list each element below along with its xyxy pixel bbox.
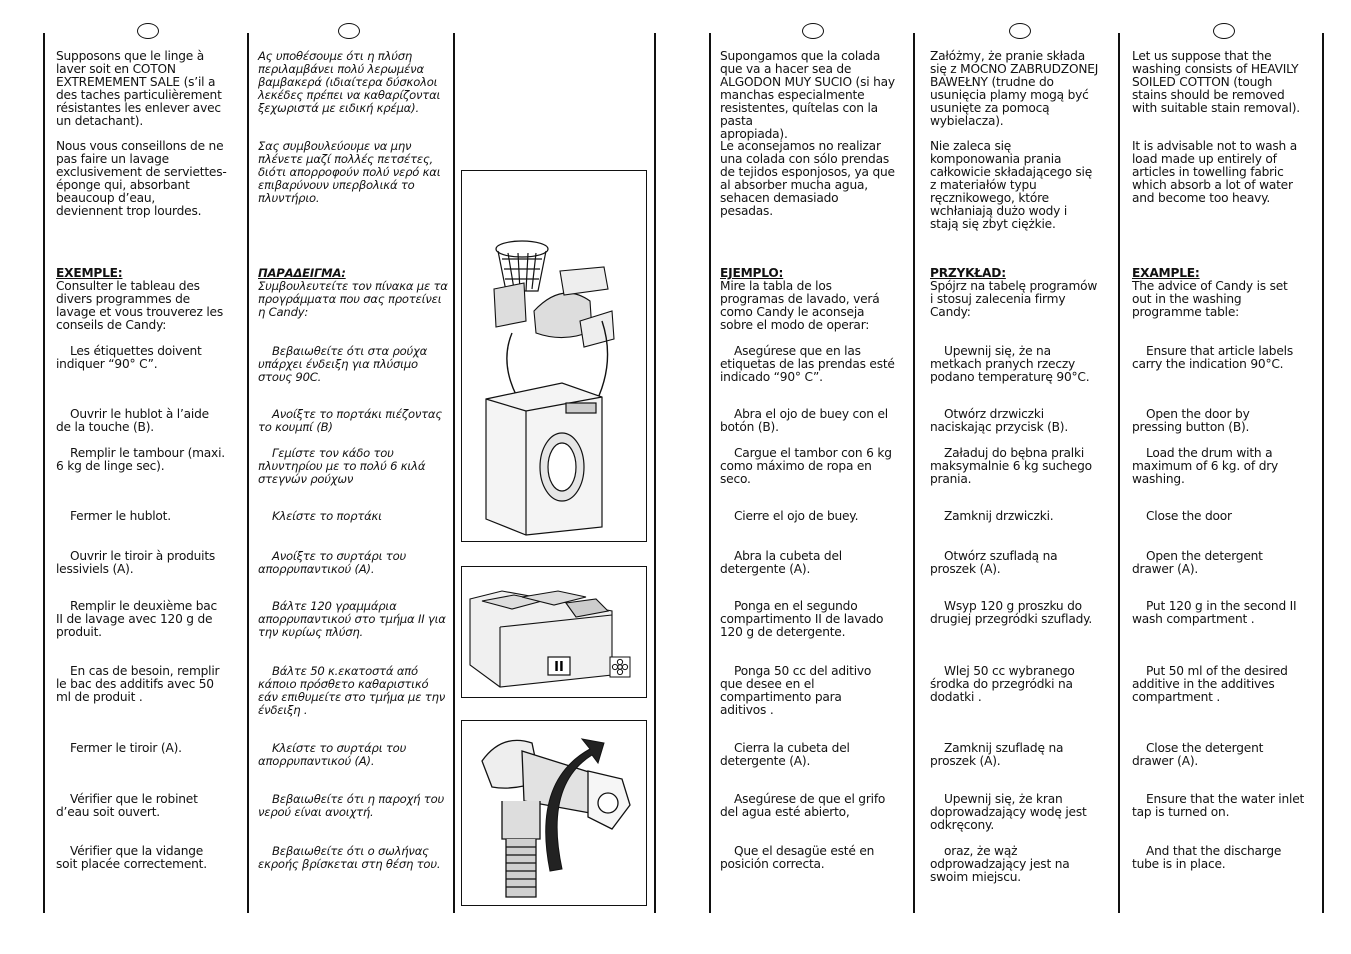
example-heading: ΠΑΡΑΔΕΙΓΜΑ: xyxy=(258,266,346,280)
advice-paragraph: Le aconsejamos no realizar una colada co… xyxy=(720,139,895,218)
example-heading: EXAMPLE: xyxy=(1132,266,1200,280)
advice-paragraph: Nie zaleca się komponowania prania całko… xyxy=(930,139,1093,231)
step-instruction: Ouvrir le tiroir à produits lessiviels (… xyxy=(56,549,216,576)
language-marker-gr xyxy=(338,23,360,39)
advice-paragraph: Σας συμβουλεύουμε να μην πλένετε μαζί πο… xyxy=(258,139,441,205)
step-instruction: Close the detergent drawer (A). xyxy=(1132,741,1264,768)
washing-machine-icon xyxy=(485,382,603,536)
column-divider xyxy=(1118,33,1120,913)
language-marker-pl xyxy=(1009,23,1031,39)
step-instruction: Abra el ojo de buey con el botón (B). xyxy=(720,407,888,434)
example-heading: EJEMPLO: xyxy=(720,266,784,280)
example-heading: PRZYKŁAD: xyxy=(930,266,1006,280)
step-instruction: Zamknij szufladę na proszek (A). xyxy=(930,741,1064,768)
intro-paragraph: Ας υποθέσουμε ότι η πλύση περιλαμβάνει π… xyxy=(258,49,441,115)
detergent-drawer-illustration: II xyxy=(461,566,647,698)
example-paragraph: Mire la tabla de los programas de lavado… xyxy=(720,279,880,332)
intro-paragraph: Supposons que le linge à laver soit en C… xyxy=(56,49,222,128)
column-divider xyxy=(654,33,656,913)
step-instruction: Remplir le deuxième bac II de lavage ave… xyxy=(56,599,218,639)
language-marker-es xyxy=(802,23,824,39)
step-instruction: Βάλτε 120 γραμμάρια απορρυπαντικού στο τ… xyxy=(258,599,446,639)
step-instruction: Ανοίξτε το πορτάκι πιέζοντας το κουμπί (… xyxy=(258,407,442,434)
column-divider xyxy=(43,33,45,913)
step-instruction: Les étiquettes doivent indiquer “90° C”. xyxy=(56,344,202,371)
column-divider xyxy=(1322,33,1324,913)
step-instruction: Ensure that the water inlet tap is turne… xyxy=(1132,792,1305,819)
step-instruction: oraz, że wąż odprowadzający jest na swoi… xyxy=(930,844,1070,884)
step-instruction: Abra la cubeta del detergente (A). xyxy=(720,549,842,576)
language-marker-en xyxy=(1213,23,1235,39)
step-instruction: Ensure that article labels carry the ind… xyxy=(1132,344,1293,371)
step-instruction: Βεβαιωθείτε ότι ο σωλήνας εκροής βρίσκετ… xyxy=(258,844,441,871)
language-marker-fr xyxy=(137,23,159,39)
example-paragraph: Συμβουλευτείτε τον πίνακα με τα προγράμμ… xyxy=(258,279,448,319)
step-instruction: Open the detergent drawer (A). xyxy=(1132,549,1263,576)
step-instruction: Βάλτε 50 κ.εκατοστά από κάποιο πρόσθετο … xyxy=(258,664,445,717)
water-tap-icon xyxy=(481,739,631,898)
step-instruction: Γεμίστε τον κάδο του πλυντηρίου με το πο… xyxy=(258,446,426,486)
step-instruction: Put 120 g in the second II wash compartm… xyxy=(1132,599,1297,626)
step-instruction: Fermer le hublot. xyxy=(70,509,171,523)
compartment-ii-label: II xyxy=(554,660,564,675)
step-instruction: Κλείστε το πορτάκι xyxy=(272,509,382,523)
step-instruction: Vérifier que le robinet d’eau soit ouver… xyxy=(56,792,198,819)
example-paragraph: Consulter le tableau des divers programm… xyxy=(56,279,223,332)
rotate-arrow-icon xyxy=(545,738,605,872)
step-instruction: Ouvrir le hublot à l’aide de la touche (… xyxy=(56,407,209,434)
step-instruction: Zamknij drzwiczki. xyxy=(944,509,1054,523)
step-instruction: Asegúrese de que el grifo del agua esté … xyxy=(720,792,886,819)
advice-paragraph: It is advisable not to wash a load made … xyxy=(1132,139,1297,205)
step-instruction: Remplir le tambour (maxi. 6 kg de linge … xyxy=(56,446,225,473)
advice-paragraph: Nous vous conseillons de ne pas faire un… xyxy=(56,139,227,218)
column-divider xyxy=(913,33,915,913)
example-paragraph: The advice of Candy is set out in the wa… xyxy=(1132,279,1288,319)
column-divider xyxy=(247,33,249,913)
step-instruction: Vérifier que la vidange soit placée corr… xyxy=(56,844,207,871)
detergent-drawer-icon xyxy=(469,590,613,688)
laundry-loading-illustration xyxy=(461,170,647,542)
step-instruction: En cas de besoin, remplir le bac des add… xyxy=(56,664,220,704)
step-instruction: Asegúrese que en las etiquetas de las pr… xyxy=(720,344,895,384)
compartment-ii-label-box xyxy=(547,656,571,676)
step-instruction: Otwórz szufladą na proszek (A). xyxy=(930,549,1058,576)
step-instruction: Ponga 50 cc del aditivo que desee en el … xyxy=(720,664,872,717)
intro-paragraph: Supongamos que la colada que va a hacer … xyxy=(720,49,895,141)
step-instruction: Fermer le tiroir (A). xyxy=(70,741,182,755)
step-instruction: Que el desagüe esté en posición correcta… xyxy=(720,844,875,871)
folded-clothes-icon xyxy=(493,266,615,348)
step-instruction: Κλείστε το συρτάρι του απορρυπαντικού (A… xyxy=(258,741,407,768)
step-instruction: And that the discharge tube is in place. xyxy=(1132,844,1282,871)
column-divider xyxy=(453,33,455,913)
step-instruction: Βεβαιωθείτε ότι στα ρούχα υπάρχει ένδειξ… xyxy=(258,344,428,384)
step-instruction: Cargue el tambor con 6 kg como máximo de… xyxy=(720,446,892,486)
intro-paragraph: Załóżmy, że pranie składa się z MOCNO ZA… xyxy=(930,49,1099,128)
step-instruction: Otwórz drzwiczki naciskając przycisk (B)… xyxy=(930,407,1069,434)
step-instruction: Upewnij się, że kran doprowadzający wodę… xyxy=(930,792,1087,832)
water-tap-illustration xyxy=(461,720,647,906)
step-instruction: Load the drum with a maximum of 6 kg. of… xyxy=(1132,446,1279,486)
step-instruction: Upewnij się, że na metkach pranych rzecz… xyxy=(930,344,1090,384)
intro-paragraph: Let us suppose that the washing consists… xyxy=(1132,49,1300,115)
step-instruction: Ponga en el segundo compartimento II de … xyxy=(720,599,884,639)
flower-additive-icon xyxy=(609,656,631,678)
example-heading: EXEMPLE: xyxy=(56,266,123,280)
column-divider xyxy=(709,33,711,913)
step-instruction: Βεβαιωθείτε ότι η παροχή του νερού είναι… xyxy=(258,792,444,819)
step-instruction: Cierra la cubeta del detergente (A). xyxy=(720,741,850,768)
step-instruction: Close the door xyxy=(1146,509,1232,523)
step-instruction: Put 50 ml of the desired additive in the… xyxy=(1132,664,1288,704)
step-instruction: Wlej 50 cc wybranego środka do przegródk… xyxy=(930,664,1075,704)
example-paragraph: Spójrz na tabelę programów i stosuj zale… xyxy=(930,279,1098,319)
step-instruction: Open the door by pressing button (B). xyxy=(1132,407,1250,434)
step-instruction: Załaduj do bębna pralki maksymalnie 6 kg… xyxy=(930,446,1092,486)
step-instruction: Wsyp 120 g proszku do drugiej przegródki… xyxy=(930,599,1093,626)
step-instruction: Cierre el ojo de buey. xyxy=(734,509,859,523)
step-instruction: Ανοίξτε το συρτάρι του απορρυπαντικού (A… xyxy=(258,549,406,576)
